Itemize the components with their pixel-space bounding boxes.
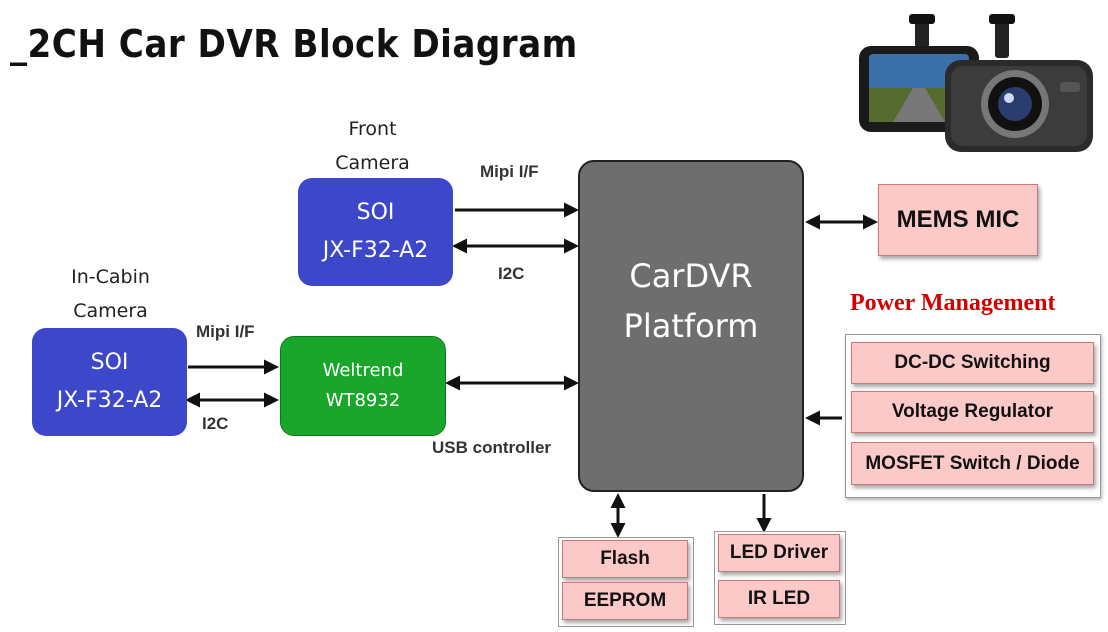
platform-line1: CarDVR [629, 257, 753, 295]
incabin-camera-model: JX-F32-A2 [56, 388, 163, 413]
pm-mosfet-switch: MOSFET Switch / Diode [851, 442, 1094, 485]
incabin-camera-label: In-Cabin Camera [38, 260, 183, 328]
pm-voltage-regulator: Voltage Regulator [851, 391, 1094, 433]
incabin-i2c-label: I2C [202, 414, 229, 433]
flash-box: Flash [562, 540, 688, 578]
ir-led-box: IR LED [718, 580, 840, 618]
platform-line2: Platform [623, 307, 759, 345]
front-mipi-label: Mipi I/F [480, 162, 539, 181]
front-camera-vendor: SOI [356, 200, 395, 225]
weltrend-controller: Weltrend WT8932 [280, 336, 446, 436]
weltrend-vendor: Weltrend [322, 360, 404, 381]
dashcam-photo [855, 12, 1095, 152]
weltrend-model: WT8932 [325, 390, 401, 411]
incabin-camera-sensor: SOI JX-F32-A2 [32, 328, 187, 436]
front-camera-model: JX-F32-A2 [322, 238, 429, 263]
power-management-title: Power Management [850, 290, 1056, 316]
front-i2c-label: I2C [498, 264, 525, 283]
page-title: _2CH Car DVR Block Diagram [10, 22, 578, 66]
front-camera-label-line1: Front [348, 118, 397, 140]
front-camera-label: Front Camera [300, 112, 445, 180]
incabin-mipi-label: Mipi I/F [196, 322, 255, 341]
front-camera-label-line2: Camera [335, 152, 410, 174]
incabin-camera-label-line2: Camera [73, 300, 148, 322]
led-driver-box: LED Driver [718, 534, 840, 572]
mems-mic-box: MEMS MIC [878, 184, 1038, 256]
usb-controller-label: USB controller [432, 438, 552, 457]
front-camera-sensor: SOI JX-F32-A2 [298, 178, 453, 286]
incabin-camera-vendor: SOI [90, 350, 129, 375]
pm-dc-dc-switching: DC-DC Switching [851, 342, 1094, 384]
cardvr-platform: CarDVR Platform [578, 160, 804, 492]
eeprom-box: EEPROM [562, 582, 688, 620]
incabin-camera-label-line1: In-Cabin [71, 266, 150, 288]
